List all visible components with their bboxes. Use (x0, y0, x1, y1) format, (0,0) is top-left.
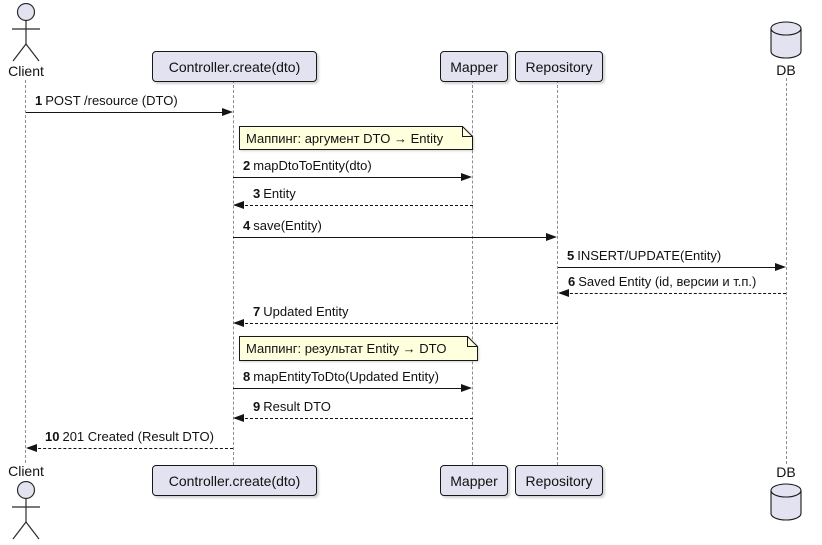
note-shape-icon (239, 126, 473, 150)
participant-controller-label-bottom: Controller.create(dto) (168, 472, 301, 489)
message-8-arrowhead-icon (461, 384, 472, 392)
message-1-line (26, 112, 222, 113)
participant-controller-label-top: Controller.create(dto) (168, 58, 301, 75)
participant-box-repository-top: Repository (515, 51, 603, 82)
database-cylinder-icon-bottom (770, 483, 802, 521)
message-7-arrowhead-icon (233, 319, 244, 327)
lifeline-client (25, 80, 26, 463)
lifeline-mapper (472, 80, 473, 465)
message-9-arrowhead-icon (233, 414, 244, 422)
message-10-line (28, 448, 233, 449)
note-text: Маппинг: результат Entity → DTO (246, 341, 447, 356)
message-10-arrowhead-icon (26, 444, 37, 452)
message-6-line (560, 293, 786, 294)
database-db-label-top: DB (776, 62, 796, 78)
message-7-line (235, 323, 558, 324)
database-db-label-bottom: DB (776, 464, 796, 480)
lifeline-controller (233, 80, 234, 465)
message-1-arrowhead-icon (222, 108, 233, 116)
participant-repository-label-bottom: Repository (525, 472, 593, 489)
participant-mapper-label-top: Mapper (450, 58, 498, 75)
message-4-line (233, 237, 546, 238)
actor-client-icon-bottom (12, 481, 40, 540)
note-mapping-dto-to-entity: Маппинг: аргумент DTO → Entity (239, 126, 473, 150)
participant-box-repository-bottom: Repository (515, 465, 603, 496)
participant-box-mapper-bottom: Mapper (440, 465, 508, 496)
participant-repository-label-top: Repository (525, 58, 593, 75)
lifeline-db (786, 78, 787, 464)
message-8-line (233, 388, 461, 389)
note-mapping-entity-to-dto: Маппинг: результат Entity → DTO (239, 336, 478, 361)
message-3-arrowhead-icon (233, 201, 244, 209)
message-9-line (235, 418, 473, 419)
participant-box-controller-bottom: Controller.create(dto) (152, 465, 317, 496)
participant-mapper-label-bottom: Mapper (450, 472, 498, 489)
note-shape-icon (239, 336, 478, 361)
actor-client-label-bottom: Client (8, 463, 44, 479)
message-6-arrowhead-icon (558, 289, 569, 297)
actor-client-label-top: Client (8, 63, 44, 79)
actor-client-icon-top (12, 3, 40, 62)
participant-box-mapper-top: Mapper (440, 51, 508, 82)
database-cylinder-icon-top (770, 21, 802, 59)
message-5-line (558, 267, 775, 268)
lifeline-repository (557, 80, 558, 465)
message-5-arrowhead-icon (775, 263, 786, 271)
message-3-line (235, 205, 473, 206)
message-2-line (233, 177, 461, 178)
message-4-arrowhead-icon (546, 233, 557, 241)
note-text: Маппинг: аргумент DTO → Entity (246, 130, 444, 146)
participant-box-controller-top: Controller.create(dto) (152, 51, 317, 82)
message-2-arrowhead-icon (461, 173, 472, 181)
